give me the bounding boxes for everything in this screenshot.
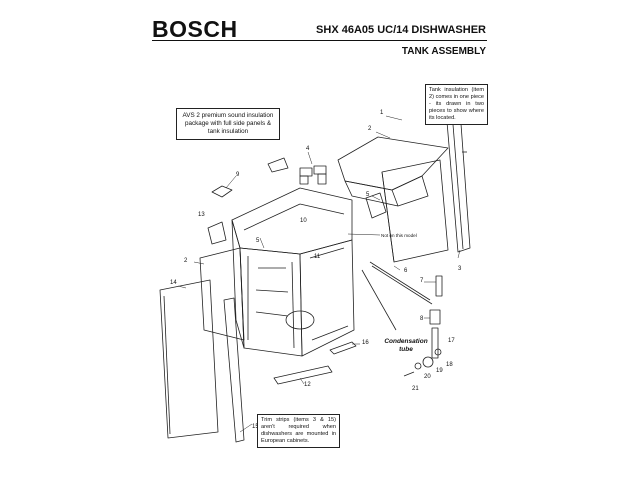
part-number: 19 <box>436 368 443 374</box>
tank-insulation-note: Tank insulation (item 2) comes in one pi… <box>425 84 488 125</box>
left-trim-strip <box>223 297 245 443</box>
part-number: 1 <box>380 110 384 116</box>
part-number: 7 <box>420 278 424 284</box>
side-rail <box>361 261 433 331</box>
outer-side-panel <box>159 279 219 439</box>
part-number: 9 <box>236 172 240 178</box>
part-number: 18 <box>446 362 453 368</box>
leader-lines <box>177 115 461 433</box>
bracket-5-right <box>365 192 387 219</box>
part-number: 2 <box>368 126 372 132</box>
tank-body <box>231 187 355 357</box>
part-number: 14 <box>170 280 177 286</box>
part-number: 3 <box>458 266 462 272</box>
part-number: 15 <box>252 424 259 430</box>
top-brackets <box>267 157 327 185</box>
part-number: 13 <box>198 212 205 218</box>
part-number: 21 <box>412 386 419 392</box>
part-number: 6 <box>404 268 408 274</box>
top-insulation-panel <box>337 136 449 207</box>
part-number: 5 <box>256 238 260 244</box>
not-on-model-label: Not on this model <box>381 233 417 238</box>
right-side-panel <box>381 159 449 263</box>
part-number: 8 <box>420 316 424 322</box>
part-number: 17 <box>448 338 455 344</box>
trim-strips-note: Trim strips (items 3 & 15) aren't requir… <box>257 414 340 448</box>
part-number: 12 <box>304 382 311 388</box>
model-title: SHX 46A05 UC/14 DISHWASHER <box>316 24 486 36</box>
condensation-parts <box>403 327 442 377</box>
left-insulation-panel <box>199 247 245 341</box>
bracket-9 <box>211 185 233 198</box>
condensation-tube-label: Condensation tube <box>384 338 428 353</box>
header-rule <box>152 40 487 41</box>
bracket-13 <box>207 221 227 245</box>
part-number: 20 <box>424 374 431 380</box>
part-number: 11 <box>314 254 321 260</box>
part-number: 4 <box>306 146 310 152</box>
bolt-7-8 <box>429 275 443 325</box>
rail-16 <box>329 341 357 355</box>
bottom-strip <box>273 365 333 385</box>
brand-logo: BOSCH <box>152 16 238 42</box>
section-title: TANK ASSEMBLY <box>401 46 486 57</box>
part-number: 16 <box>362 340 369 346</box>
part-number: 2 <box>184 258 188 264</box>
part-number: 10 <box>300 218 307 224</box>
right-trim-strip <box>445 109 471 253</box>
part-number: 5 <box>366 192 370 198</box>
avs-note: AVS 2 premium sound insulation package w… <box>176 108 280 140</box>
